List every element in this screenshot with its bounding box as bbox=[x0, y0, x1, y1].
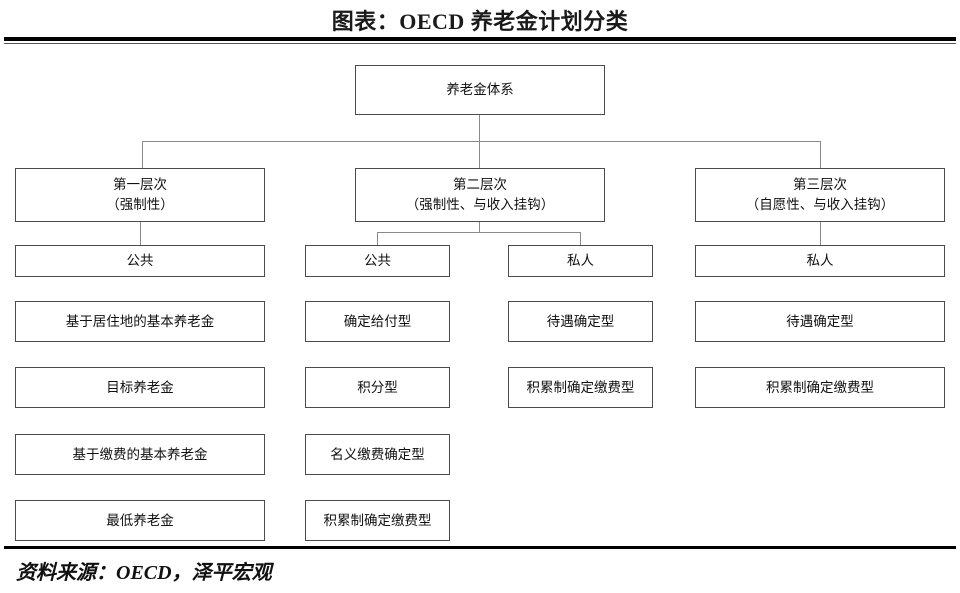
connector-drop-tier-3 bbox=[820, 141, 822, 168]
list-item[interactable]: 积累制确定缴费型 bbox=[695, 367, 945, 408]
connector-tier-3-to-private bbox=[820, 222, 822, 245]
tier-3-provider-private-box[interactable]: 私人 bbox=[695, 245, 945, 277]
tier-1-public-item-3: 最低养老金 bbox=[106, 512, 174, 528]
list-item[interactable]: 积累制确定缴费型 bbox=[508, 367, 653, 408]
tier-3-box[interactable]: 第三层次 （自愿性、与收入挂钩） bbox=[695, 168, 945, 222]
tier-3-line1: 第三层次 bbox=[793, 177, 847, 193]
source-note: 资料来源：OECD，泽平宏观 bbox=[16, 562, 272, 584]
connector-tier-1-to-public bbox=[140, 222, 142, 245]
list-item[interactable]: 确定给付型 bbox=[305, 301, 450, 342]
tier-2-line1: 第二层次 bbox=[453, 177, 507, 193]
tier-1-public-item-2: 基于缴费的基本养老金 bbox=[72, 446, 208, 462]
tier-2-public-item-3: 积累制确定缴费型 bbox=[323, 512, 432, 528]
tier-1-provider-public-label: 公共 bbox=[126, 253, 154, 269]
page-title: 图表：OECD 养老金计划分类 bbox=[331, 9, 629, 34]
tier-2-private-item-1: 积累制确定缴费型 bbox=[526, 379, 635, 395]
connector-root-bus bbox=[142, 141, 821, 143]
tier-1-line2: （强制性） bbox=[106, 197, 174, 212]
connector-drop-tier-1 bbox=[142, 141, 144, 168]
list-item[interactable]: 基于缴费的基本养老金 bbox=[15, 434, 265, 475]
list-item[interactable]: 基于居住地的基本养老金 bbox=[15, 301, 265, 342]
connector-root-stem bbox=[479, 115, 481, 141]
tier-2-provider-private-label: 私人 bbox=[567, 253, 594, 269]
tier-1-public-item-0: 基于居住地的基本养老金 bbox=[65, 313, 215, 329]
list-item[interactable]: 积分型 bbox=[305, 367, 450, 408]
title-rule-thick bbox=[4, 37, 956, 41]
tier-1-provider-public-box[interactable]: 公共 bbox=[15, 245, 265, 277]
list-item[interactable]: 待遇确定型 bbox=[695, 301, 945, 342]
tier-1-box[interactable]: 第一层次 （强制性） bbox=[15, 168, 265, 222]
tier-2-private-item-0: 待遇确定型 bbox=[546, 313, 615, 329]
tier-2-box[interactable]: 第二层次 （强制性、与收入挂钩） bbox=[355, 168, 605, 222]
tier-2-line2: （强制性、与收入挂钩） bbox=[405, 197, 555, 212]
tier-1-line1: 第一层次 bbox=[113, 177, 167, 193]
tier-3-provider-private-label: 私人 bbox=[806, 253, 834, 269]
tier-3-private-item-0: 待遇确定型 bbox=[786, 313, 854, 329]
connector-tier-2-bus bbox=[377, 232, 581, 234]
tier-3-line2: （自愿性、与收入挂钩） bbox=[745, 197, 895, 212]
tier-2-provider-public-label: 公共 bbox=[364, 253, 391, 269]
tier-3-private-item-1: 积累制确定缴费型 bbox=[766, 379, 874, 395]
connector-tier-2-to-public bbox=[377, 232, 379, 245]
tier-2-provider-public-box[interactable]: 公共 bbox=[305, 245, 450, 277]
tier-2-provider-private-box[interactable]: 私人 bbox=[508, 245, 653, 277]
list-item[interactable]: 待遇确定型 bbox=[508, 301, 653, 342]
root-box-label: 养老金体系 bbox=[446, 82, 514, 98]
tier-2-public-item-2: 名义缴费确定型 bbox=[330, 446, 425, 462]
tier-2-public-item-0: 确定给付型 bbox=[343, 313, 412, 329]
list-item[interactable]: 名义缴费确定型 bbox=[305, 434, 450, 475]
title-rule-thin bbox=[4, 43, 956, 44]
list-item[interactable]: 最低养老金 bbox=[15, 500, 265, 541]
root-box-pension-system[interactable]: 养老金体系 bbox=[355, 65, 605, 115]
tier-1-public-item-1: 目标养老金 bbox=[106, 379, 174, 395]
connector-drop-tier-2 bbox=[479, 141, 481, 168]
connector-tier-2-stem bbox=[479, 222, 481, 233]
tier-2-public-item-1: 积分型 bbox=[357, 379, 398, 395]
list-item[interactable]: 积累制确定缴费型 bbox=[305, 500, 450, 541]
connector-tier-2-to-private bbox=[580, 232, 582, 245]
footer-rule bbox=[4, 546, 956, 549]
list-item[interactable]: 目标养老金 bbox=[15, 367, 265, 408]
